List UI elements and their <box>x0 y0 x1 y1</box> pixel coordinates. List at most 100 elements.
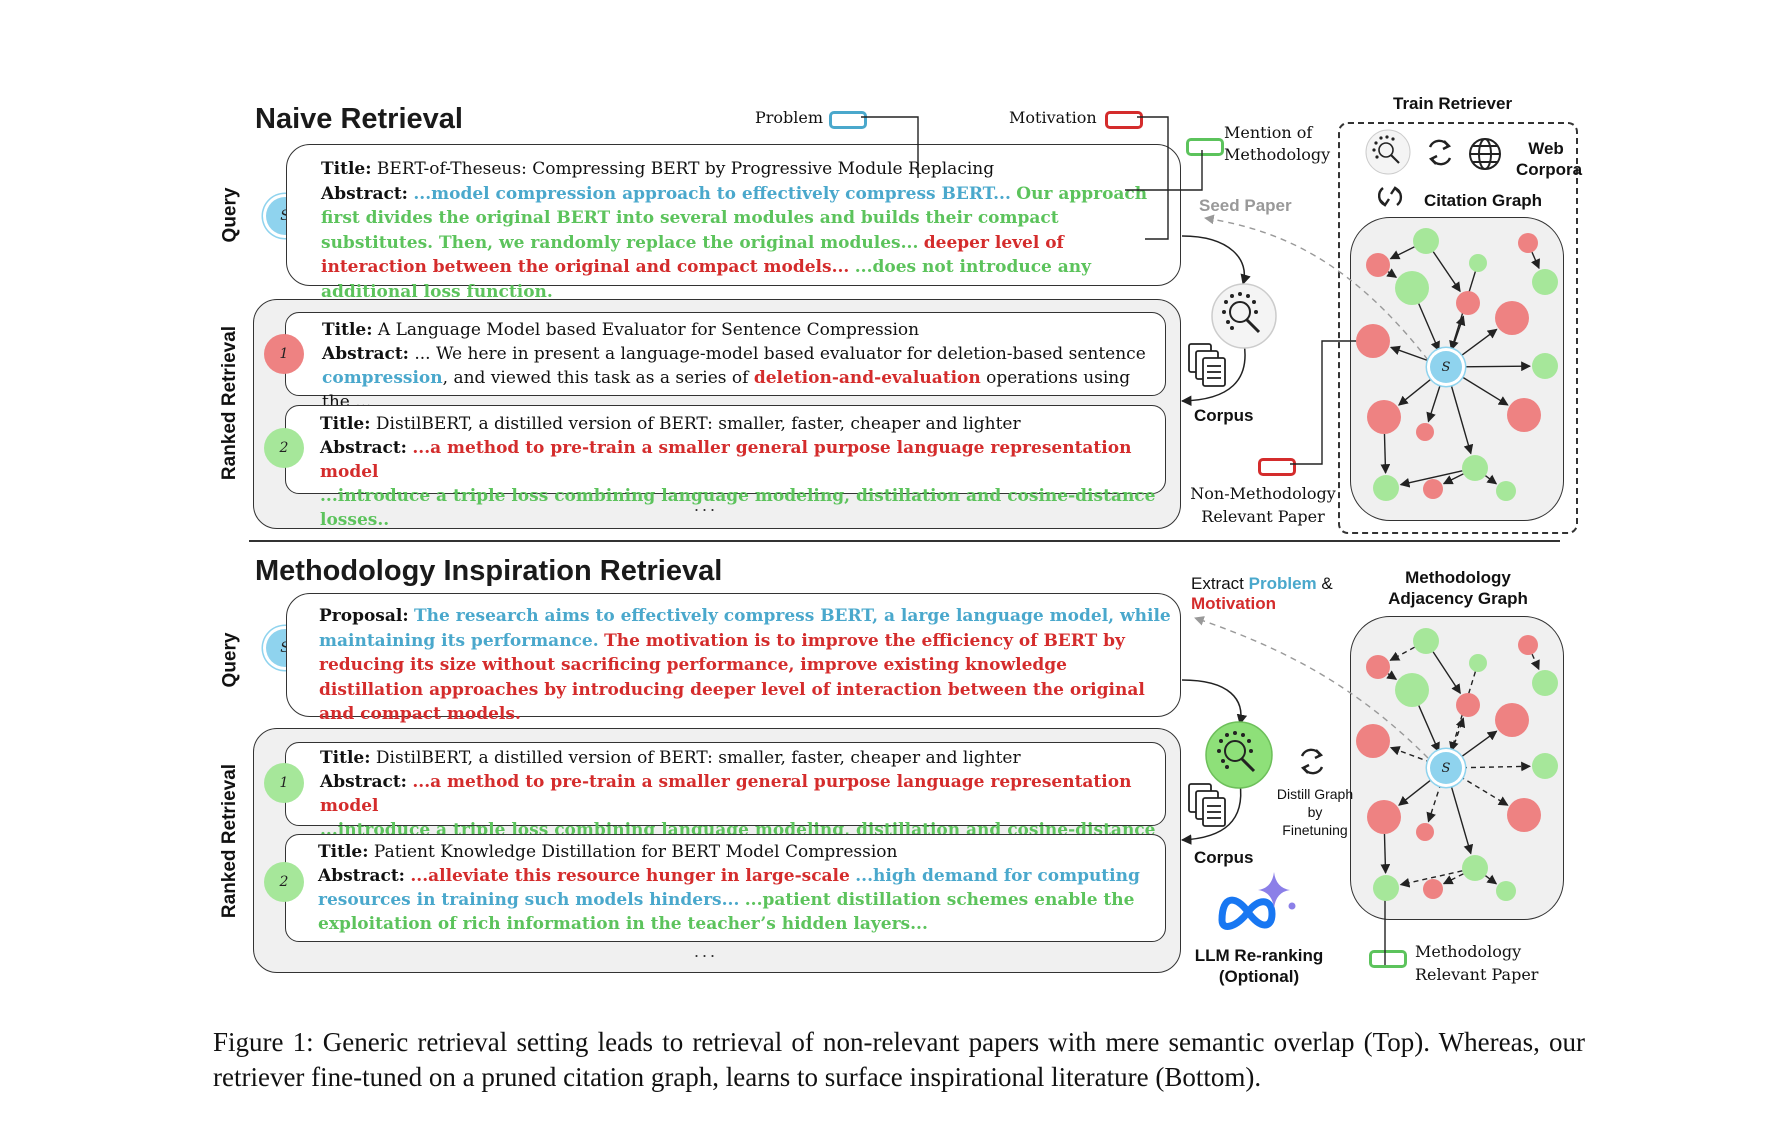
non-methodology-label: Non-Methodology Relevant Paper <box>1190 484 1336 526</box>
graph-node-red <box>1416 423 1434 441</box>
graph-node-red <box>1456 291 1480 315</box>
corpus-to-results-arrow <box>1180 342 1246 407</box>
graph-edge <box>1450 717 1466 754</box>
section-divider <box>249 540 1560 542</box>
graph-node-red <box>1456 693 1480 717</box>
graph-node-red <box>1495 301 1529 335</box>
top-result-1-title: A Language Model based Evaluator for Sen… <box>377 320 920 340</box>
train-retriever-panel <box>1338 122 1578 534</box>
bottom-corpus-to-results-arrow <box>1180 782 1242 845</box>
bottom-rank-1-badge: 1 <box>264 763 304 803</box>
graph-node-red <box>1416 823 1434 841</box>
graph-node-green <box>1413 228 1439 254</box>
citation-graph <box>1356 228 1558 501</box>
graph-edge <box>1485 874 1498 885</box>
legend-problem-label: Problem <box>755 108 824 127</box>
graph-edge <box>1449 783 1474 855</box>
graph-node-red <box>1367 400 1401 434</box>
graph-node-red <box>1356 324 1390 358</box>
graph-node-green <box>1532 353 1558 379</box>
top-query-method-text: Our approach first divides the original … <box>321 183 1148 253</box>
graph-edge <box>1380 433 1391 474</box>
seed-paper-label: Seed Paper <box>1199 196 1292 215</box>
graph-node-green <box>1373 875 1399 901</box>
graph-node-green <box>1413 628 1439 654</box>
retriever-icon <box>1211 283 1277 349</box>
methodology-connector <box>1125 150 1203 191</box>
extract-label: Extract Problem & Motivation <box>1191 574 1333 613</box>
bottom-query-box: Proposal: The research aims to effective… <box>286 593 1181 724</box>
methodology-adjacency-graph <box>1356 628 1558 901</box>
graph-node-green <box>1395 673 1429 707</box>
naive-retrieval-title: Naive Retrieval <box>255 103 463 135</box>
graph-edge <box>1389 746 1432 764</box>
graph-edge <box>1432 651 1461 695</box>
graph-edge <box>1459 374 1509 406</box>
graph-edge <box>1530 251 1540 270</box>
graph-edge <box>1432 251 1461 293</box>
top-query-method-text-2: ...does not introduce any additional los… <box>321 257 1092 302</box>
bottom-query-problem: The research aims to effectively compres… <box>319 606 1171 651</box>
top-query-abstract-key: Abstract: <box>321 183 408 204</box>
methodology-relevant-label: Methodology Relevant Paper <box>1415 942 1539 984</box>
graph-node-green <box>1462 455 1488 481</box>
graph-edge <box>1380 833 1391 874</box>
top-result-2-title: DistilBERT, a distilled version of BERT:… <box>375 414 1021 434</box>
motivation-connector <box>1137 116 1169 240</box>
bottom-query-to-retriever-arrow <box>1181 679 1248 726</box>
adjacency-graph-seed-node: S <box>1430 752 1462 784</box>
retriever-small-icon <box>1365 129 1411 175</box>
graph-node-red <box>1423 879 1443 899</box>
bottom-more-ellipsis: ... <box>694 941 719 961</box>
graph-edge <box>1389 646 1415 661</box>
graph-node-red <box>1356 724 1390 758</box>
top-query-problem-text: ...model compression approach to effecti… <box>413 183 1011 204</box>
methodology-graph-label: Methodology Adjacency Graph <box>1388 568 1528 608</box>
bottom-query-motivation: The motivation is to improve the efficie… <box>319 630 1145 725</box>
top-more-ellipsis: ... <box>694 495 719 515</box>
graph-edge <box>1418 705 1440 753</box>
llm-reranking-label: LLM Re-ranking (Optional) <box>1194 946 1324 986</box>
graph-edge <box>1461 761 1531 772</box>
graph-edge <box>1398 777 1434 806</box>
graph-node-green <box>1532 753 1558 779</box>
graph-node-red <box>1507 798 1541 832</box>
documents-icon-bottom <box>1188 783 1226 827</box>
web-corpora-label: Web Corpora <box>1516 139 1583 179</box>
non-method-connector <box>1290 340 1360 465</box>
top-query-title-key: Title: <box>321 159 372 179</box>
bottom-result-2: Title: Patient Knowledge Distillation fo… <box>285 834 1166 942</box>
globe-icon <box>1469 138 1501 170</box>
cycle-icon <box>1378 186 1402 207</box>
graph-edge <box>1389 345 1432 363</box>
graph-edge <box>1461 361 1531 372</box>
top-query-box: Title: BERT-of-Theseus: Compressing BERT… <box>286 144 1181 302</box>
top-corpus-label: Corpus <box>1194 406 1254 425</box>
figure-caption: Figure 1: Generic retrieval setting lead… <box>213 1027 1585 1092</box>
top-query-motivation-text: deeper level of interaction between the … <box>321 232 1064 278</box>
bottom-result-2-title: Patient Knowledge Distillation for BERT … <box>373 842 898 862</box>
graph-edge <box>1426 782 1442 823</box>
graph-node-green <box>1469 254 1487 272</box>
graph-edge <box>1426 382 1442 423</box>
graph-edge <box>1450 315 1466 353</box>
seed-paper-dashed-arrow <box>1204 214 1429 361</box>
graph-node-green <box>1462 855 1488 881</box>
legend-methodology-label: Mention of Methodology <box>1224 123 1331 164</box>
extract-dashed-arrow <box>1194 616 1429 759</box>
bottom-result-1: Title: DistilBERT, a distilled version o… <box>285 742 1166 864</box>
graph-edge <box>1459 775 1509 806</box>
graph-edge <box>1458 328 1498 359</box>
graph-node-green <box>1496 481 1516 501</box>
refresh-icon <box>1428 139 1452 166</box>
top-result-1: Title: A Language Model based Evaluator … <box>285 312 1166 412</box>
documents-icon <box>1188 343 1226 387</box>
graph-node-red <box>1366 253 1390 277</box>
graph-edge <box>1442 473 1464 485</box>
problem-connector <box>861 116 919 178</box>
methodology-relevant-swatch <box>1369 950 1407 968</box>
bottom-rank-2-badge: 2 <box>264 862 304 902</box>
graph-node-green <box>1469 654 1487 672</box>
graph-edge <box>1386 670 1398 680</box>
